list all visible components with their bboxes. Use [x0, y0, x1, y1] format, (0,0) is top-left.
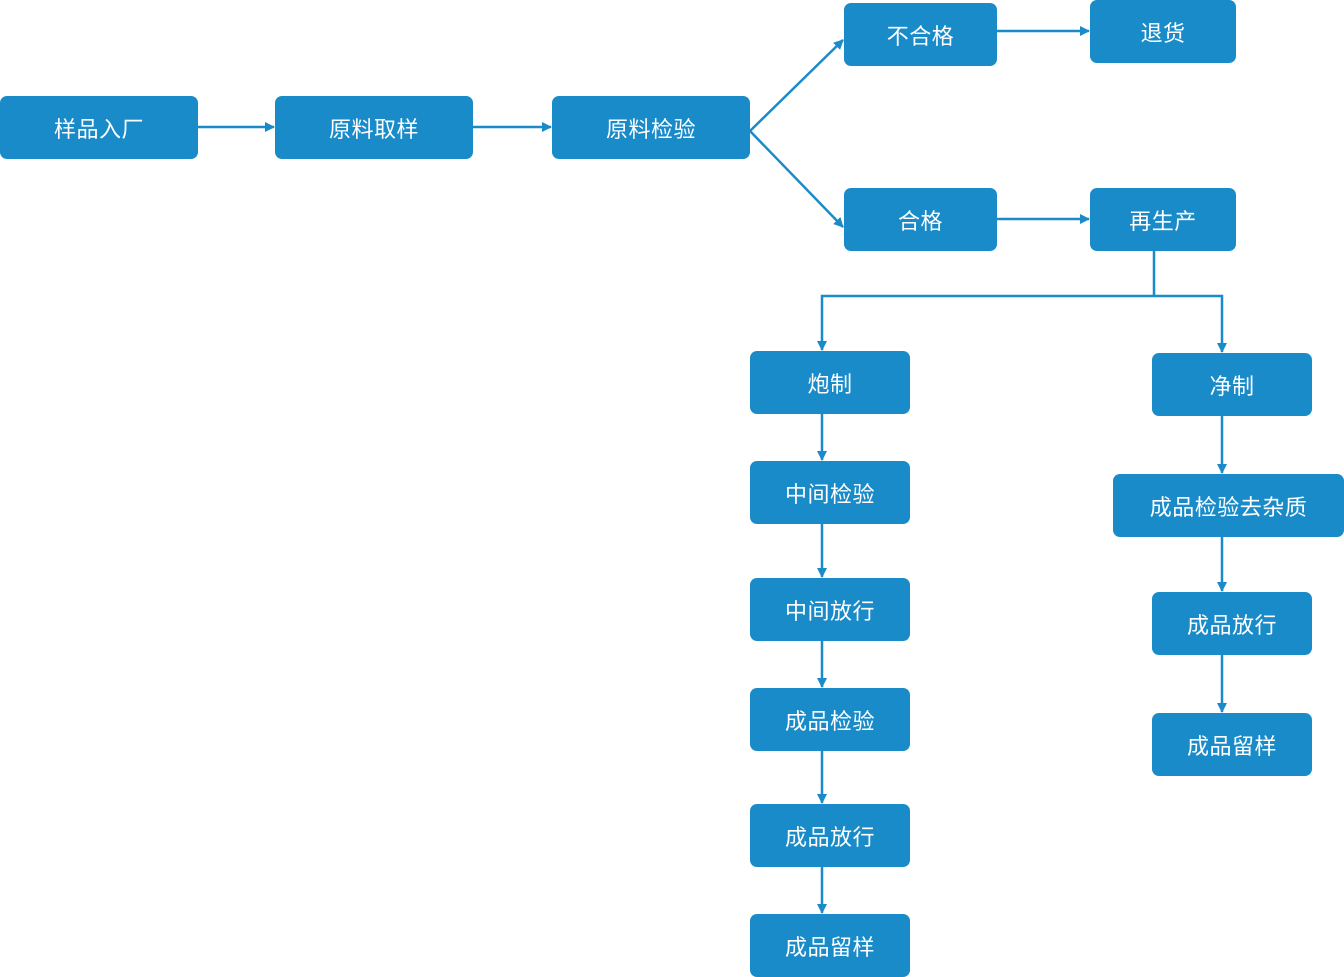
node-raw-sampling-label: 原料取样 [328, 117, 419, 143]
node-return-goods-label: 退货 [1140, 21, 1186, 47]
node-return-goods: 退货 [1090, 0, 1236, 63]
node-intermediate-inspection-label: 中间检验 [784, 482, 875, 508]
arrow-split-to-processing [817, 294, 1154, 351]
node-finished-retention-left: 成品留样 [750, 914, 910, 977]
node-nonconforming: 不合格 [844, 3, 997, 66]
node-cleaning-label: 净制 [1209, 374, 1255, 400]
node-reproduction: 再生产 [1090, 188, 1236, 251]
node-finished-release-left-label: 成品放行 [784, 825, 875, 851]
node-finished-release-right-label: 成品放行 [1186, 613, 1277, 639]
arrow-raw-inspection-to-conforming [749, 130, 844, 228]
node-intermediate-inspection: 中间检验 [750, 461, 910, 524]
node-finished-retention-right-label: 成品留样 [1186, 734, 1277, 760]
node-intermediate-release-label: 中间放行 [784, 599, 875, 625]
node-finished-inspection-left: 成品检验 [750, 688, 910, 751]
node-finished-inspection-left-label: 成品检验 [784, 709, 875, 735]
node-intermediate-release: 中间放行 [750, 578, 910, 641]
node-processing: 炮制 [750, 351, 910, 414]
node-raw-inspection: 原料检验 [552, 96, 750, 159]
node-conforming-label: 合格 [897, 209, 943, 235]
node-finished-inspection-impurity-label: 成品检验去杂质 [1149, 495, 1308, 521]
node-raw-inspection-label: 原料检验 [605, 117, 696, 143]
arrow-raw-inspection-to-nonconforming [749, 39, 844, 132]
node-finished-inspection-impurity: 成品检验去杂质 [1113, 474, 1344, 537]
node-finished-release-right: 成品放行 [1152, 592, 1312, 655]
node-finished-retention-left-label: 成品留样 [784, 935, 875, 961]
node-sample-intake-label: 样品入厂 [53, 117, 144, 143]
node-finished-release-left: 成品放行 [750, 804, 910, 867]
node-reproduction-label: 再生产 [1129, 209, 1197, 235]
node-sample-intake: 样品入厂 [0, 96, 198, 159]
node-cleaning: 净制 [1152, 353, 1312, 416]
node-nonconforming-label: 不合格 [886, 24, 955, 50]
node-conforming: 合格 [844, 188, 997, 251]
node-raw-sampling: 原料取样 [275, 96, 473, 159]
node-processing-label: 炮制 [807, 372, 853, 398]
arrow-split-to-cleaning [1154, 294, 1227, 353]
node-finished-retention-right: 成品留样 [1152, 713, 1312, 776]
